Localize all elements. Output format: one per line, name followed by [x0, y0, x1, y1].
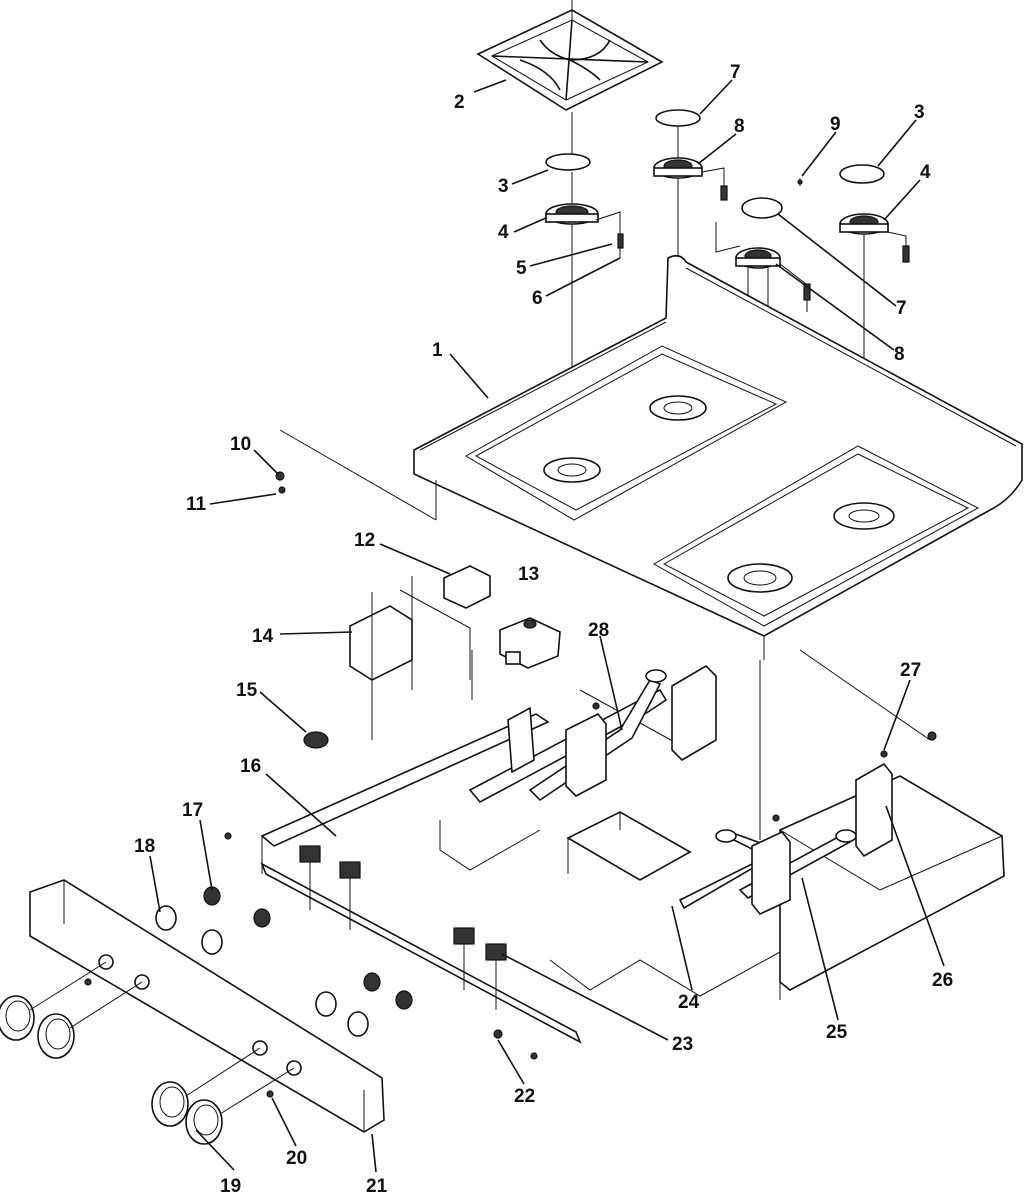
callout-6: 6 — [532, 288, 543, 309]
callout-5: 5 — [516, 258, 527, 279]
callout-7-top: 7 — [730, 62, 741, 83]
callout-3-left: 3 — [498, 176, 509, 197]
callout-27: 27 — [900, 660, 921, 681]
valves — [299, 845, 507, 1010]
callout-25: 25 — [826, 1022, 848, 1043]
callout-4-right: 4 — [920, 162, 931, 183]
pressure-regulator — [499, 617, 561, 669]
callout-16: 16 — [240, 756, 261, 777]
right-burner — [797, 164, 910, 508]
callout-4-left: 4 — [498, 222, 509, 243]
control-knobs — [0, 961, 295, 1145]
callout-2: 2 — [454, 92, 465, 113]
screws — [84, 471, 937, 1098]
spark-module-and-bracket — [349, 565, 491, 740]
callout-12: 12 — [354, 530, 375, 551]
gas-manifold — [260, 713, 582, 1044]
burner-tubes — [468, 669, 857, 910]
burner-grate — [476, 0, 664, 111]
callout-11: 11 — [186, 494, 207, 515]
callout-14: 14 — [252, 626, 274, 647]
callout-13: 13 — [518, 564, 539, 585]
callout-17: 17 — [182, 800, 203, 821]
callout-19: 19 — [220, 1176, 241, 1197]
callout-23: 23 — [672, 1034, 693, 1055]
knob-bezels — [155, 886, 413, 1037]
callout-10: 10 — [230, 434, 251, 455]
leader-lines — [149, 79, 945, 1173]
callout-7-mid: 7 — [896, 298, 907, 319]
control-panel — [29, 879, 385, 1133]
brackets — [507, 664, 893, 915]
callout-15: 15 — [236, 680, 258, 701]
callout-18: 18 — [134, 836, 155, 857]
callout-3-right: 3 — [914, 102, 925, 123]
cooktop — [413, 254, 1023, 660]
orifice-fitting — [303, 731, 329, 749]
callout-8-top: 8 — [734, 116, 745, 137]
callout-1: 1 — [432, 340, 443, 361]
callout-20: 20 — [286, 1148, 307, 1169]
callout-24: 24 — [678, 992, 700, 1013]
callout-21: 21 — [366, 1176, 388, 1197]
callout-22: 22 — [514, 1086, 535, 1107]
callout-9: 9 — [830, 114, 841, 135]
callout-26: 26 — [932, 970, 953, 991]
callout-labels: 1 2 3 3 4 4 5 6 7 7 8 8 9 10 11 12 13 14… — [134, 62, 953, 1197]
callout-8-mid: 8 — [894, 344, 905, 365]
callout-28: 28 — [588, 620, 609, 641]
